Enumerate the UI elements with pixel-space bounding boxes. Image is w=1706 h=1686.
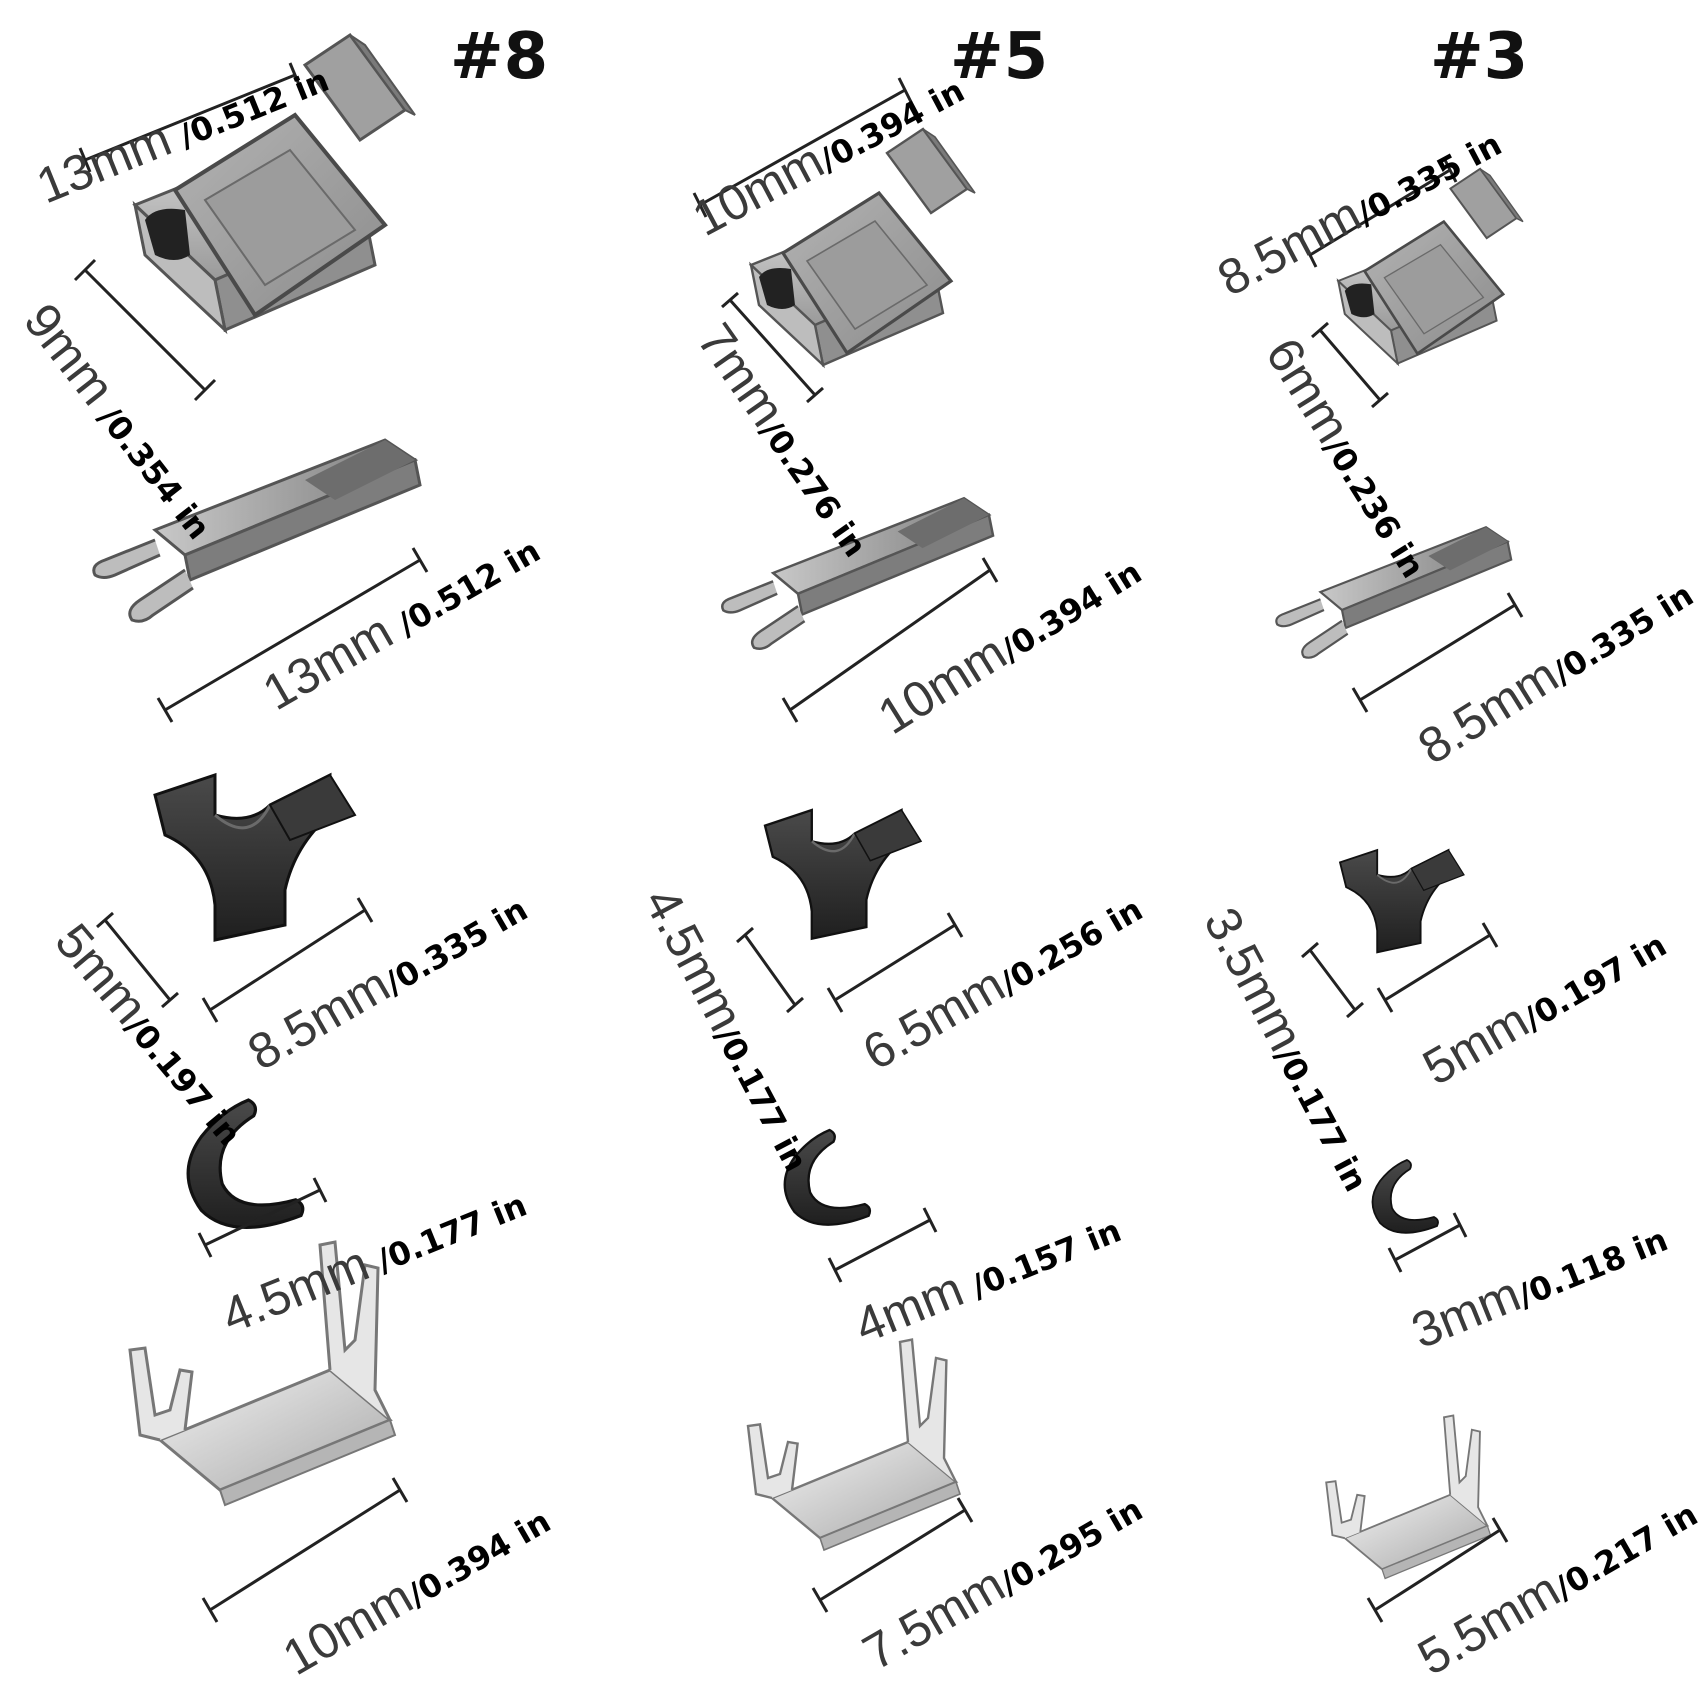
insert-5 [763, 808, 923, 940]
size-title-8: #8 [450, 20, 549, 94]
size-title-5: #5 [950, 20, 1049, 94]
zipper-parts-diagram: #8 #5 #3 13mm /0.512 in 9mm /0.354 in 13… [13, 20, 1704, 1686]
parts-drawing [73, 33, 1525, 1623]
bottom-stop-5 [746, 1338, 962, 1552]
insert-3 [1339, 849, 1465, 954]
size-title-3: #3 [1430, 20, 1529, 94]
bottom-stop-3 [1325, 1414, 1492, 1580]
insert-8 [153, 773, 357, 942]
dimension-lines [73, 62, 1524, 1623]
